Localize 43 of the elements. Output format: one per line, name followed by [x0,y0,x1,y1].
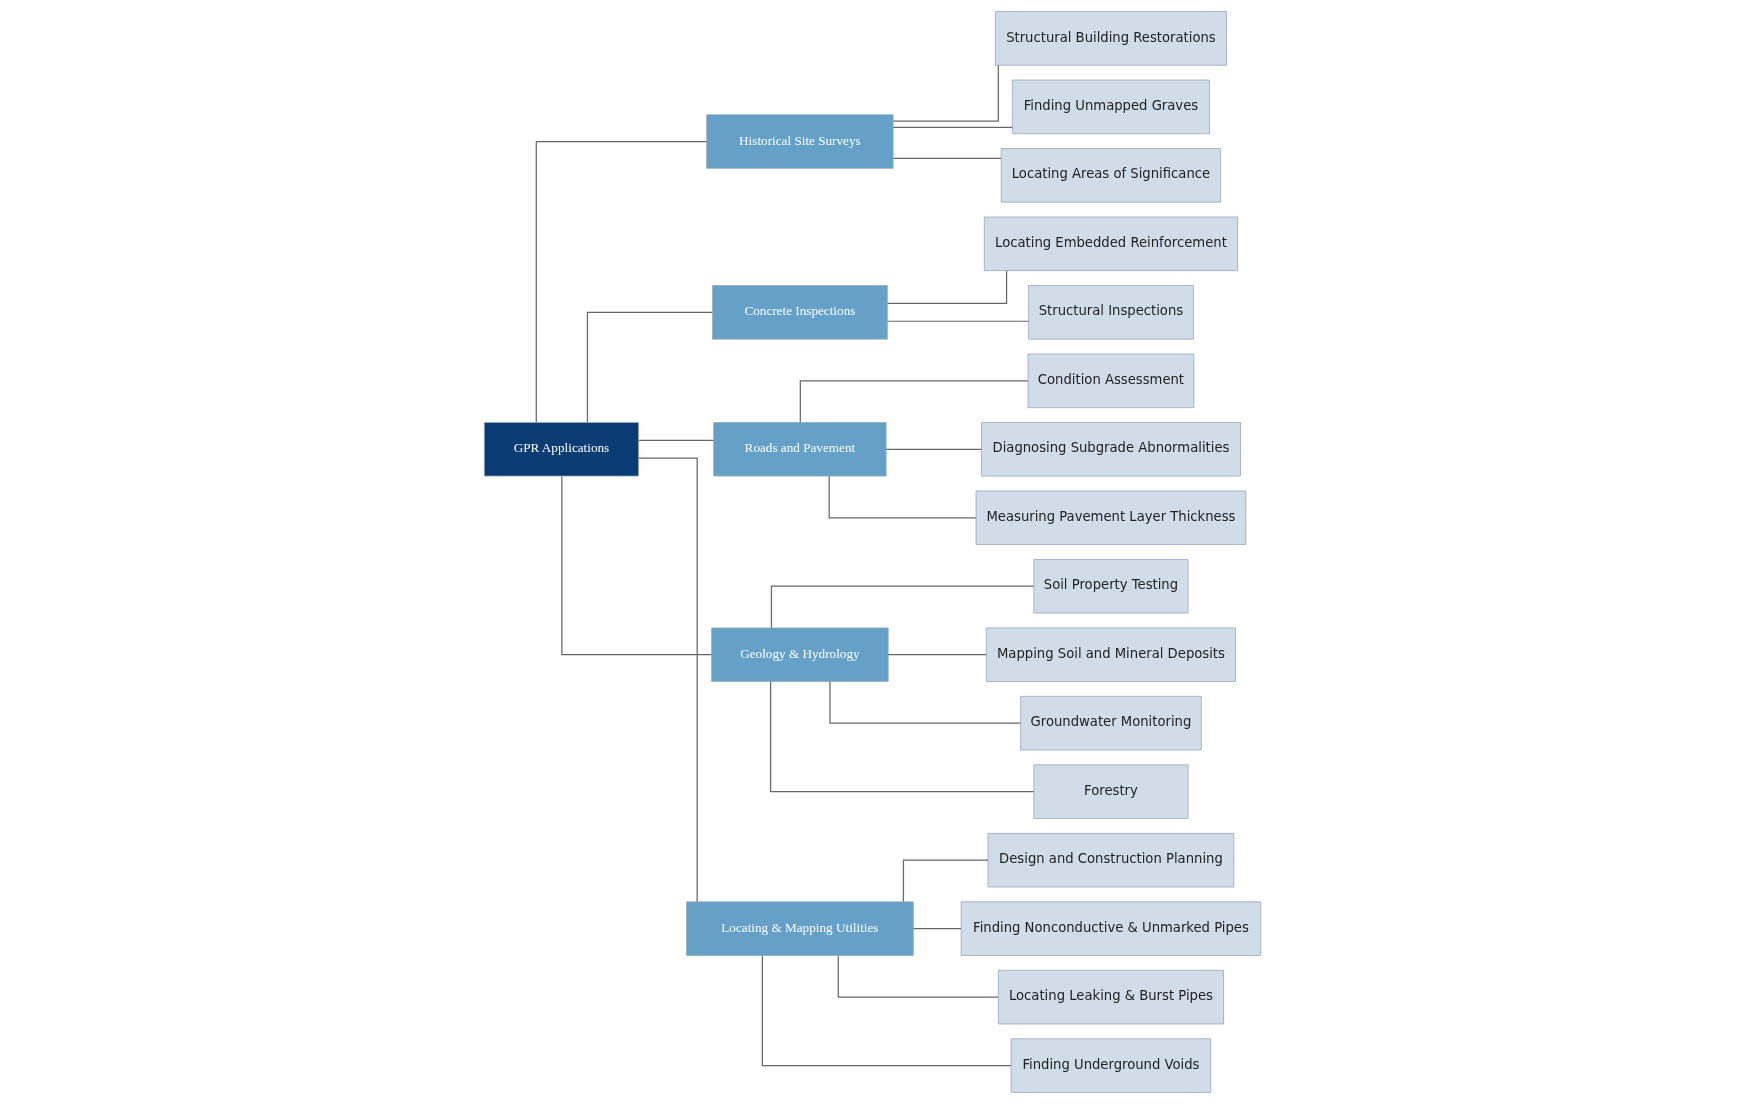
node-box: Diagnosing Subgrade Abnormalities [981,422,1241,477]
node-box: Concrete Inspections [712,285,888,340]
connector [770,681,1035,793]
node-box: GPR Applications [483,422,639,477]
node-box: Finding Underground Voids [1010,1038,1212,1093]
connector [887,654,987,656]
node-box: Locating Areas of Significance [1000,148,1222,203]
node-box: Historical Site Surveys [706,114,894,169]
node-box: Structural Building Restorations [995,11,1227,66]
node-box: Structural Inspections [1028,285,1194,340]
node-box: Finding Unmapped Graves [1011,79,1210,135]
node-box: Geology & Hydrology [711,627,889,682]
connector [886,320,1030,322]
connector [561,475,713,656]
node-box: Measuring Pavement Layer Thickness [975,490,1247,545]
connector [837,955,999,998]
connector [638,439,715,441]
connector [799,380,1029,423]
connector [886,270,1008,304]
node-box: Locating & Mapping Utilities [686,901,914,956]
node-box: Finding Nonconductive & Unmarked Pipes [960,901,1262,956]
node-box: Locating Leaking & Burst Pipes [997,969,1224,1025]
node-box: Mapping Soil and Mineral Deposits [985,627,1236,682]
connector [829,681,1022,724]
connector [892,157,1002,160]
connector [770,585,1035,629]
node-box: Roads and Pavement [713,422,887,477]
connector [892,64,999,122]
connector [586,311,713,423]
node-box: Locating Embedded Reinforcement [983,216,1238,272]
connector [638,457,698,903]
node-box: Design and Construction Planning [987,832,1235,888]
node-box: Condition Assessment [1027,353,1195,409]
connector [902,859,989,903]
node-box: Soil Property Testing [1033,559,1189,614]
node-box: Groundwater Monitoring [1020,695,1202,751]
node-box: Forestry [1033,764,1189,819]
connector [892,126,1013,128]
connector [535,140,708,423]
connector [828,475,977,519]
connector [912,928,962,930]
connector [761,955,1012,1067]
connector [885,448,982,450]
